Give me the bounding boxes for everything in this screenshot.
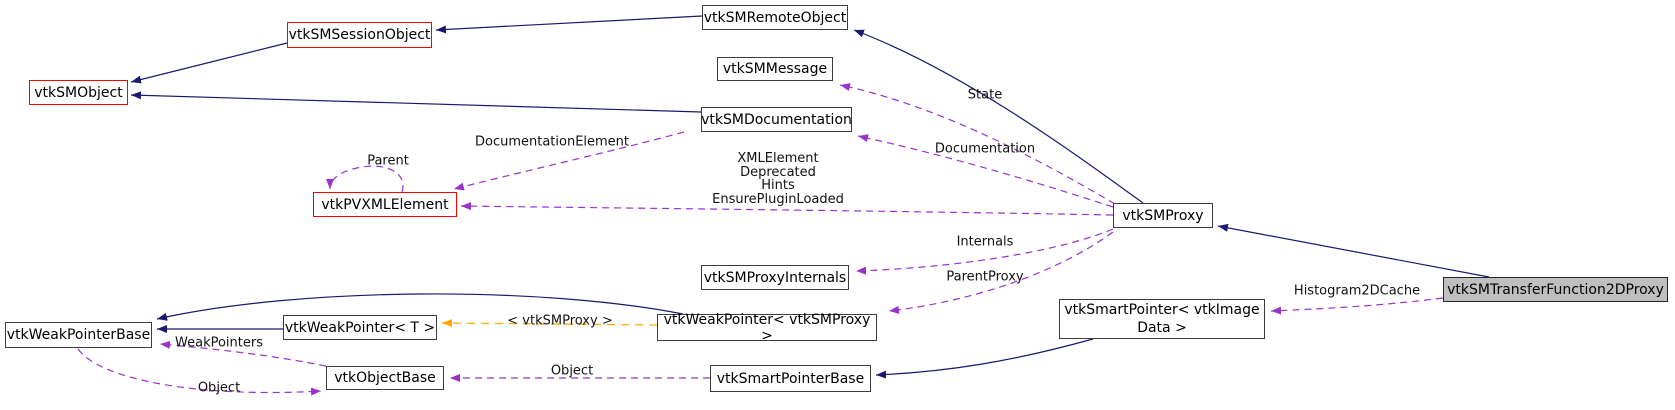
node-vtkweakpointerbase[interactable]: vtkWeakPointerBase — [5, 322, 152, 348]
node-vtksmproxy[interactable]: vtkSMProxy — [1113, 203, 1213, 228]
edge-usage-proxy-state-message — [839, 83, 1116, 205]
node-vtkweakpointer-t[interactable]: vtkWeakPointer< T > — [283, 315, 437, 340]
edge-usage-weakpointerbase-object — [77, 348, 322, 396]
node-vtksmartpointer-vtkimagedata[interactable]: vtkSmartPointer< vtkImage Data > — [1059, 299, 1265, 339]
edge-inherit-documentation-to-smobject — [130, 91, 702, 113]
node-vtkweakpointer-vtksmproxy[interactable]: vtkWeakPointer< vtkSMProxy > — [657, 312, 877, 344]
node-vtksmdocumentation[interactable]: vtkSMDocumentation — [701, 107, 852, 132]
edge-usage-proxy-documentation — [857, 134, 1114, 208]
node-vtksmobject[interactable]: vtkSMObject — [29, 80, 128, 105]
edge-template-weakpointerproxy-to-weakpointert — [441, 319, 658, 328]
edge-usage-proxy-internals — [855, 228, 1114, 275]
edge-inherit-sessionobject-to-smobject — [130, 42, 288, 84]
edge-inherit-smartpointer-to-smartpointerbase — [875, 338, 1094, 379]
edge-usage-objectbase-weakpointers — [159, 340, 327, 367]
node-vtksmartpointerbase[interactable]: vtkSmartPointerBase — [710, 365, 871, 392]
edge-inherit-weakpointerproxy-to-weakpointerbase — [156, 293, 684, 321]
node-vtksmsessionobject[interactable]: vtkSMSessionObject — [287, 22, 432, 48]
node-vtkpvxmlelement[interactable]: vtkPVXMLElement — [313, 192, 457, 217]
edge-usage-documentation-documentationelement — [453, 131, 685, 191]
node-vtksmremoteobject[interactable]: vtkSMRemoteObject — [702, 5, 848, 30]
edge-usage-transferfunction-histogram2dcache — [1270, 297, 1444, 315]
edge-inherit-remoteobject-to-sessionobject — [435, 15, 703, 34]
edge-inherit-transferfunction-to-proxy — [1217, 223, 1490, 278]
node-vtksmmessage[interactable]: vtkSMMessage — [717, 57, 833, 81]
edge-usage-proxy-parentproxy — [888, 231, 1114, 314]
edge-usage-proxy-xmlelement — [460, 202, 1114, 216]
edge-usage-pvxmlelement-parent-selfloop — [326, 165, 404, 193]
edge-inherit-proxy-to-remoteobject — [853, 29, 1144, 204]
node-vtkobjectbase[interactable]: vtkObjectBase — [326, 366, 444, 390]
node-vtksmproxyinternals[interactable]: vtkSMProxyInternals — [701, 265, 849, 290]
node-vtksmtransferfunction2dproxy: vtkSMTransferFunction2DProxy — [1443, 277, 1668, 302]
